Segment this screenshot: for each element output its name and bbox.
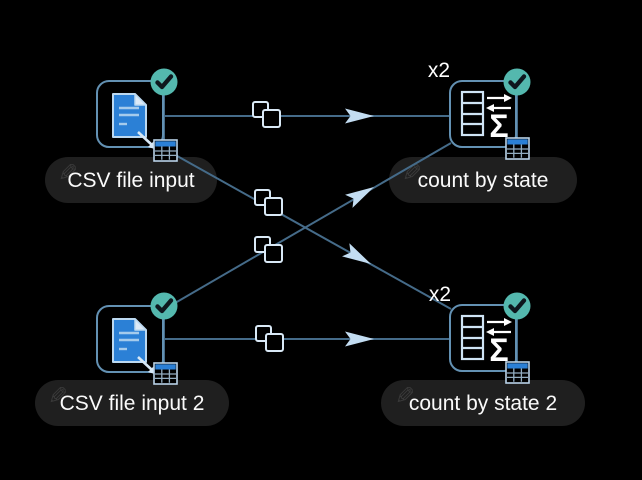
label-pill-bg	[35, 380, 229, 426]
node-label-pill-csv-file-input-2[interactable]: ✎ CSV file input 2	[35, 380, 229, 426]
arrow-icon	[345, 108, 374, 124]
edit-pencil-icon[interactable]: ✎	[395, 383, 415, 410]
copy-icon	[254, 189, 283, 216]
label-pill-bg	[381, 380, 585, 426]
count-aggregate-icon: Σ	[460, 314, 512, 368]
output-ports-layer	[153, 137, 530, 385]
document-text-lines	[119, 106, 139, 126]
status-success-badge	[150, 292, 178, 320]
copy-icon	[252, 101, 281, 128]
copy-icon	[254, 236, 283, 263]
to-table-arrow	[137, 131, 153, 146]
arrow-icon	[345, 331, 374, 347]
connection-csv1-to-count2[interactable]	[169, 151, 452, 310]
node-label[interactable]: count by state	[418, 169, 549, 192]
connection-csv2-to-count1[interactable]	[162, 142, 452, 311]
node-label[interactable]: CSV file input 2	[60, 392, 205, 415]
node-label-pill-count-by-state-2[interactable]: ✎ count by state 2	[381, 380, 585, 426]
label-pill-bg	[389, 157, 577, 203]
output-port-icon[interactable]	[153, 362, 178, 385]
arrow-icon	[342, 243, 371, 264]
status-success-badge	[150, 68, 178, 96]
sigma-icon: Σ	[489, 332, 508, 368]
status-success-badge	[503, 68, 531, 96]
to-table-arrow	[137, 356, 153, 371]
multiplier-badge: x2	[428, 59, 450, 82]
arrow-left-head	[486, 104, 494, 112]
column-table-rows	[462, 101, 483, 126]
column-table-rows	[462, 325, 483, 350]
check-icon	[508, 298, 527, 314]
edit-pencil-icon[interactable]: ✎	[58, 160, 78, 187]
status-success-badge	[503, 292, 531, 320]
csv-file-icon	[112, 93, 158, 150]
arrow-right-head	[504, 94, 512, 102]
count-aggregate-icon: Σ	[460, 90, 512, 144]
copy-icon	[255, 325, 284, 352]
edit-pencil-icon[interactable]: ✎	[402, 160, 422, 187]
node-label[interactable]: count by state 2	[409, 392, 557, 415]
arrowheads-layer	[342, 108, 374, 347]
multiplier-badge: x2	[429, 283, 451, 306]
output-port-icon[interactable]	[153, 139, 178, 162]
output-port-icon[interactable]	[505, 137, 530, 160]
status-badges-layer	[150, 68, 531, 320]
node-label-pill-count-by-state[interactable]: ✎ count by state	[389, 157, 577, 203]
csv-file-icon	[112, 318, 158, 375]
document-fold	[134, 318, 147, 331]
sigma-icon: Σ	[489, 108, 508, 144]
check-icon	[155, 74, 174, 90]
output-port-icon[interactable]	[505, 361, 530, 384]
arrow-right-head	[504, 318, 512, 326]
document-text-lines	[119, 331, 139, 351]
check-icon	[155, 298, 174, 314]
document-fold	[134, 93, 147, 106]
node-label[interactable]: CSV file input	[67, 169, 194, 192]
arrow-icon	[345, 187, 374, 208]
label-pill-bg	[45, 157, 217, 203]
check-icon	[508, 74, 527, 90]
edit-pencil-icon[interactable]: ✎	[48, 383, 68, 410]
arrow-left-head	[486, 328, 494, 336]
node-label-pill-csv-file-input[interactable]: ✎ CSV file input	[45, 157, 217, 203]
copy-icons-layer	[252, 101, 284, 352]
